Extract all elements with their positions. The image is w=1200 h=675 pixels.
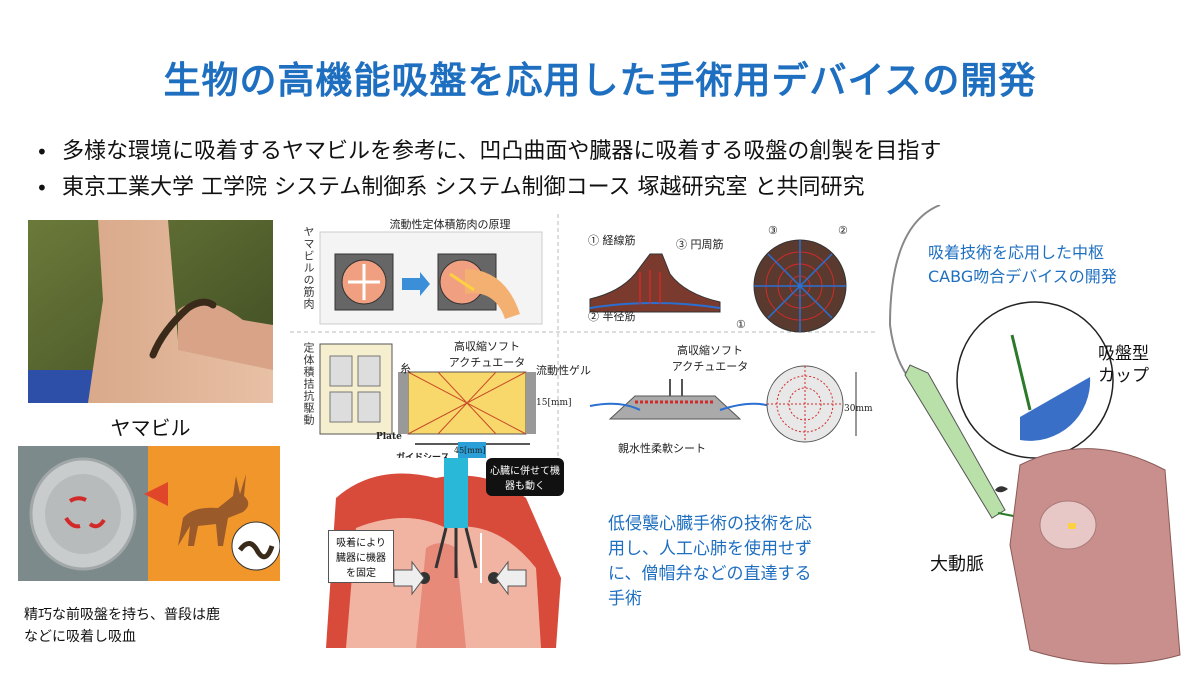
cup-line1: 吸盤型 [1098,344,1149,364]
muscle-diagram: ヤマビルの筋肉 流動性定体積筋肉の原理 定体積拮抗駆動 ① 経線筋 ③ 円周筋 … [290,214,875,463]
aorta-label: 大動脈 [930,554,984,575]
sucker-deer-image [18,446,281,581]
cabg-device-illustration: 吸着技術を応用した中枢 CABG吻合デバイスの開発 吸盤型 カップ 大動脈 [880,204,1195,670]
leech-desc-line2: などに吸着し吸血 [24,629,136,645]
cabg-title: 吸着技術を応用した中枢 CABG吻合デバイスの開発 [928,241,1188,289]
leech-caption: ヤマビル [110,416,191,440]
cup-line2: カップ [1098,366,1149,386]
actuator-right-line2: アクチュエータ [671,360,749,373]
drive-vertical-label: 定体積拮抗駆動 [302,342,315,426]
leech-description: 精巧な前吸盤を持ち、普段は鹿 などに吸着し吸血 [24,604,284,648]
label-circumferential: ③ 円周筋 [676,238,724,251]
muscle-vertical-label: ヤマビルの筋肉 [302,226,315,310]
bullet-list: • 多様な環境に吸着するヤマビルを参考に、凹凸曲面や臓器に吸着する吸盤の創製を目… [36,134,1176,206]
actuator-label-right: 高収縮ソフト アクチュエータ [650,342,770,374]
cabg-line2: CABG吻合デバイスの開発 [928,267,1117,286]
dim-15-label: 15[mm] [536,398,572,408]
actuator-line1: 高収縮ソフト [454,340,520,353]
surgery-line1: 低侵襲心臓手術の技術を応 [608,514,812,534]
actuator-label: 高収縮ソフト アクチュエータ [432,338,542,370]
actuator-line2: アクチュエータ [448,356,526,369]
circle-label-2: ② [838,224,848,237]
bullet-text: 東京工業大学 工学院 システム制御系 システム制御コース 塚越研究室 と共同研究 [62,175,865,200]
surgery-line4: 手術 [608,589,642,609]
surgery-line2: 用し、人工心肺を使用せず [608,539,812,559]
label-radial: ② 半径筋 [588,310,636,323]
page-title: 生物の高機能吸盤を応用した手術用デバイスの開発 [163,59,1037,102]
circle-label-3: ③ [768,224,778,237]
dim-45-label: 45[mm] [454,446,486,455]
bullet-dot: • [36,140,48,164]
bullet-text: 多様な環境に吸着するヤマビルを参考に、凹凸曲面や臓器に吸着する吸盤の創製を目指す [62,139,942,164]
callout-fixation: 吸着により臓器に機器を固定 [328,530,394,583]
suction-cup-label: 吸盤型 カップ [1098,343,1149,387]
bullet-item: • 東京工業大学 工学院 システム制御系 システム制御コース 塚越研究室 と共同… [36,170,1176,206]
sheet-label: 親水性柔軟シート [618,442,706,455]
leech-photo [28,220,273,403]
muscle-principle-title: 流動性定体積筋肉の原理 [389,218,511,231]
gel-label: 流動性ゲル [536,364,591,377]
actuator-right-line1: 高収縮ソフト [677,344,743,357]
dim-30-label: 30mm [844,404,873,414]
cabg-line1: 吸着技術を応用した中枢 [928,243,1105,262]
bullet-dot: • [36,176,48,200]
heart-image: 心臓に併せて機器も動く 吸着により臓器に機器を固定 [316,458,571,648]
thread-label: 糸 [400,362,411,375]
plate-label: Plate [376,432,402,442]
bullet-item: • 多様な環境に吸着するヤマビルを参考に、凹凸曲面や臓器に吸着する吸盤の創製を目… [36,134,1176,170]
callout-moving: 心臓に併せて機器も動く [486,458,564,496]
circle-label-1: ① [736,318,746,331]
surgery-description: 低侵襲心臓手術の技術を応 用し、人工心肺を使用せず に、僧帽弁などの直達する 手… [608,512,878,612]
surgery-line3: に、僧帽弁などの直達する [608,564,812,584]
leech-desc-line1: 精巧な前吸盤を持ち、普段は鹿 [24,607,220,623]
label-meridian: ① 経線筋 [588,234,636,247]
